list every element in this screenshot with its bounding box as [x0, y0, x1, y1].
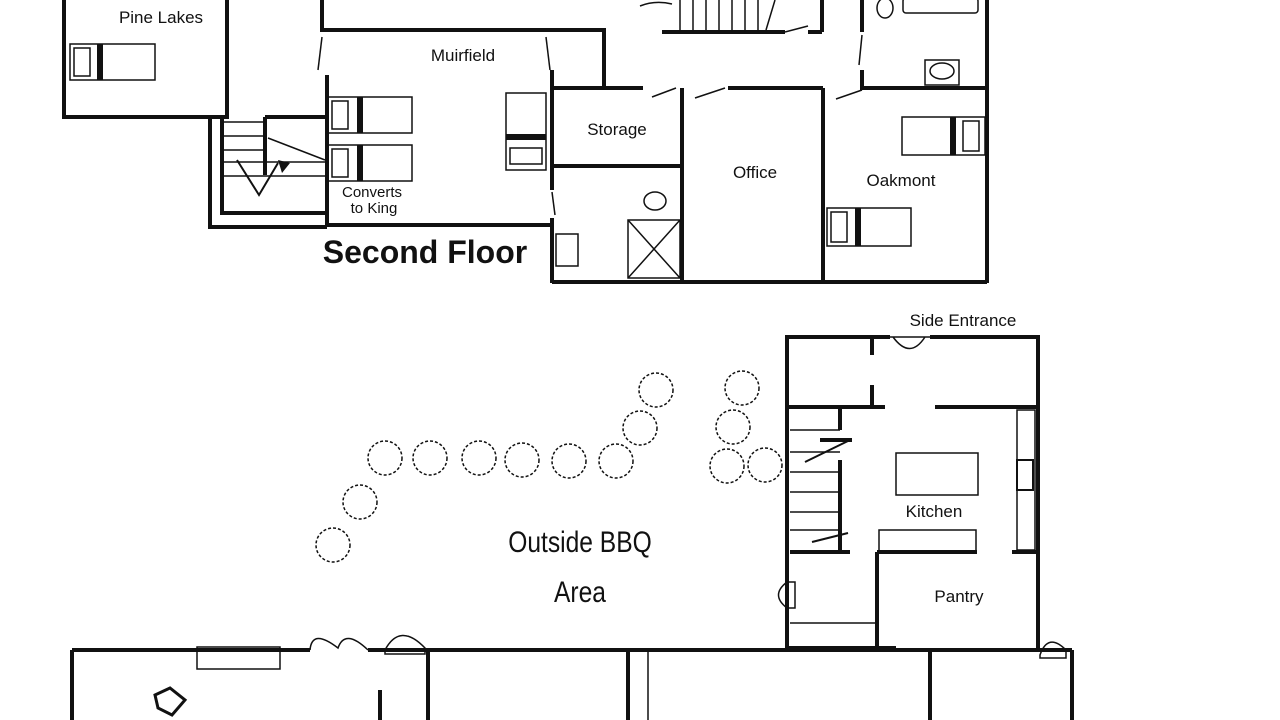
bush-icon	[367, 440, 403, 476]
shower	[627, 219, 681, 279]
bbq-grill-door	[384, 634, 426, 655]
sofa	[196, 646, 281, 670]
room-label-pantry: Pantry	[934, 587, 984, 606]
area-label-bbq-line-1: Outside BBQ	[508, 525, 652, 559]
room-label-office: Office	[733, 163, 777, 182]
bed-muirfield-2	[327, 144, 413, 182]
bush-icon	[551, 443, 587, 479]
sink-upper	[924, 59, 960, 86]
kitchen-counter	[878, 529, 977, 553]
double-door[interactable]	[309, 637, 369, 651]
bush-icon	[342, 484, 378, 520]
bush-icon	[715, 409, 751, 445]
bottom-building-walls	[70, 634, 1074, 720]
bed-pine-lakes	[69, 43, 156, 81]
bed-muirfield-1	[327, 96, 413, 134]
bush-icon	[504, 442, 540, 478]
stair-arrow-icon	[278, 160, 290, 173]
sink	[555, 233, 579, 267]
bush-icon	[724, 370, 760, 406]
second-floor-walls	[62, 0, 989, 284]
chair	[153, 686, 188, 717]
side-entrance-door[interactable]	[890, 336, 930, 350]
bush-icon	[709, 448, 745, 484]
kitchen-island	[895, 452, 979, 496]
label-side-entrance: Side Entrance	[910, 311, 1017, 330]
floor-title: Second Floor	[323, 234, 527, 270]
bed-muirfield-3	[505, 92, 547, 171]
bush-icon	[622, 410, 658, 446]
bush-icon	[315, 527, 351, 563]
toilet-upper	[876, 0, 894, 19]
bush-icon	[638, 372, 674, 408]
bed-oakmont-2	[826, 207, 912, 247]
bushes	[315, 370, 783, 563]
room-label-pine-lakes: Pine Lakes	[119, 8, 203, 27]
first-floor-walls	[777, 335, 1067, 659]
bush-icon	[461, 440, 497, 476]
bush-icon	[598, 443, 634, 479]
room-label-storage: Storage	[587, 120, 647, 139]
room-label-oakmont: Oakmont	[867, 171, 936, 190]
room-label-kitchen: Kitchen	[906, 502, 963, 521]
bed-oakmont-1	[901, 116, 986, 156]
fixtures	[69, 0, 986, 279]
room-label-muirfield: Muirfield	[431, 46, 495, 65]
toilet	[643, 191, 667, 211]
bush-icon	[747, 447, 783, 483]
area-label-bbq-line-2: Area	[554, 575, 607, 609]
bed-note-line-2: to King	[351, 200, 398, 217]
bush-icon	[412, 440, 448, 476]
bed-note-line-1: Converts	[342, 184, 402, 201]
bathtub	[902, 0, 979, 14]
pantry-door[interactable]	[777, 581, 796, 609]
